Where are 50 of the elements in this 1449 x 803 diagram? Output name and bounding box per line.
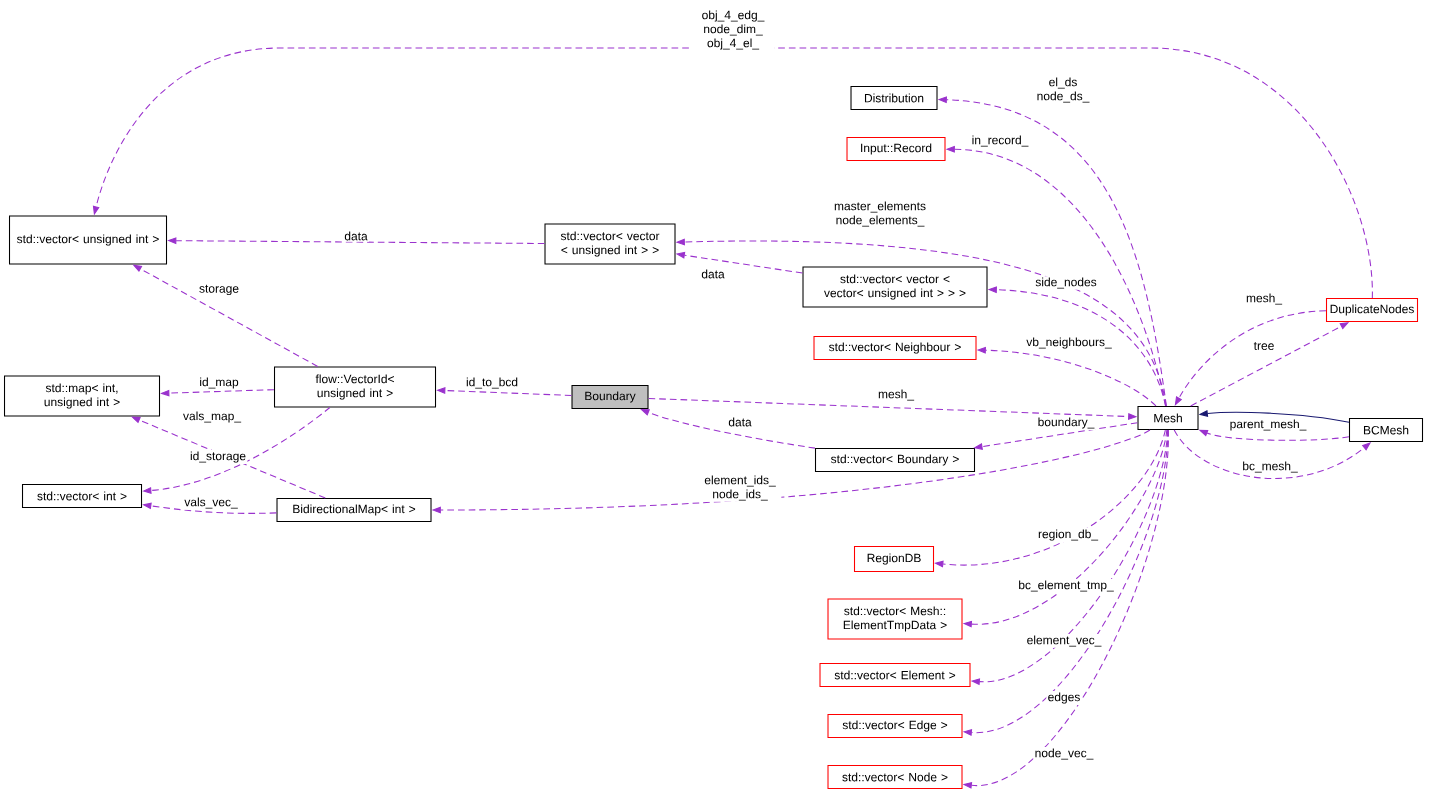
class-box: std::vector< Neighbour > bbox=[813, 335, 977, 361]
class-box: Mesh bbox=[1137, 405, 1199, 431]
edge-label: tree bbox=[1252, 340, 1276, 352]
edge-label: mesh_ bbox=[1244, 292, 1284, 306]
edge-label: in_record_ bbox=[970, 134, 1030, 148]
class-box: RegionDB bbox=[853, 545, 935, 573]
edge-label: mesh_ bbox=[876, 388, 916, 402]
edge-label: element_ids_ node_ids_ bbox=[698, 474, 782, 502]
class-box: flow::VectorId< unsigned int > bbox=[273, 366, 437, 408]
edge-label: data bbox=[343, 230, 369, 242]
edge-label: data bbox=[727, 416, 753, 428]
edge-label: data bbox=[700, 268, 726, 280]
edge-label: storage bbox=[197, 283, 241, 297]
class-box: std::vector< Edge > bbox=[827, 713, 963, 739]
edge-label: vals_vec_ bbox=[183, 496, 240, 510]
class-box: BidirectionalMap< int > bbox=[276, 497, 432, 523]
edge-label: id_storage bbox=[188, 450, 248, 464]
class-box: Input::Record bbox=[846, 136, 946, 162]
edge-label: bc_element_tmp_ bbox=[1017, 579, 1116, 593]
edge-label: edges bbox=[1046, 691, 1082, 705]
edge-label: id_to_bcd bbox=[464, 376, 520, 390]
class-box: std::vector< Boundary > bbox=[814, 447, 976, 473]
edge-label: boundary_ bbox=[1036, 416, 1096, 430]
class-box: std::map< int, unsigned int > bbox=[4, 375, 161, 417]
class-box: std::vector< unsigned int > bbox=[8, 215, 168, 265]
edge-label: element_vec_ bbox=[1025, 634, 1103, 648]
class-box: DuplicateNodes bbox=[1325, 297, 1419, 323]
arrow bbox=[1174, 310, 1327, 406]
class-box: std::vector< vector < vector< unsigned int > > > bbox=[802, 266, 988, 308]
class-box: std::vector< int > bbox=[21, 483, 143, 509]
class-box: std::vector< Mesh:: ElementTmpData > bbox=[827, 598, 963, 640]
arrow bbox=[131, 416, 326, 499]
edge-label: vb_neighbours_ bbox=[1024, 336, 1114, 350]
class-box: BCMesh bbox=[1348, 417, 1424, 443]
class-box: Distribution bbox=[850, 85, 938, 111]
edge-label: bc_mesh_ bbox=[1241, 460, 1299, 474]
edge-label: vals_map_ bbox=[181, 410, 243, 424]
edge-label: id_map bbox=[198, 376, 241, 390]
edge-label: region_db_ bbox=[1036, 528, 1100, 542]
class-box: Boundary bbox=[571, 384, 649, 410]
edge-label: side_nodes bbox=[1034, 276, 1099, 290]
class-box: std::vector< Element > bbox=[819, 662, 971, 688]
arrow bbox=[92, 47, 1373, 299]
edge-label: master_elements node_elements_ bbox=[823, 200, 937, 228]
edge-label: parent_mesh_ bbox=[1228, 418, 1308, 432]
class-box: std::vector< Node > bbox=[827, 764, 963, 790]
edge-label: node_vec_ bbox=[1033, 747, 1095, 761]
class-box: std::vector< vector < unsigned int > > bbox=[544, 223, 676, 265]
edge-label: el_ds node_ds_ bbox=[1026, 76, 1100, 104]
edge-label: obj_4_edg_ node_dim_ obj_4_el_ bbox=[691, 9, 775, 51]
